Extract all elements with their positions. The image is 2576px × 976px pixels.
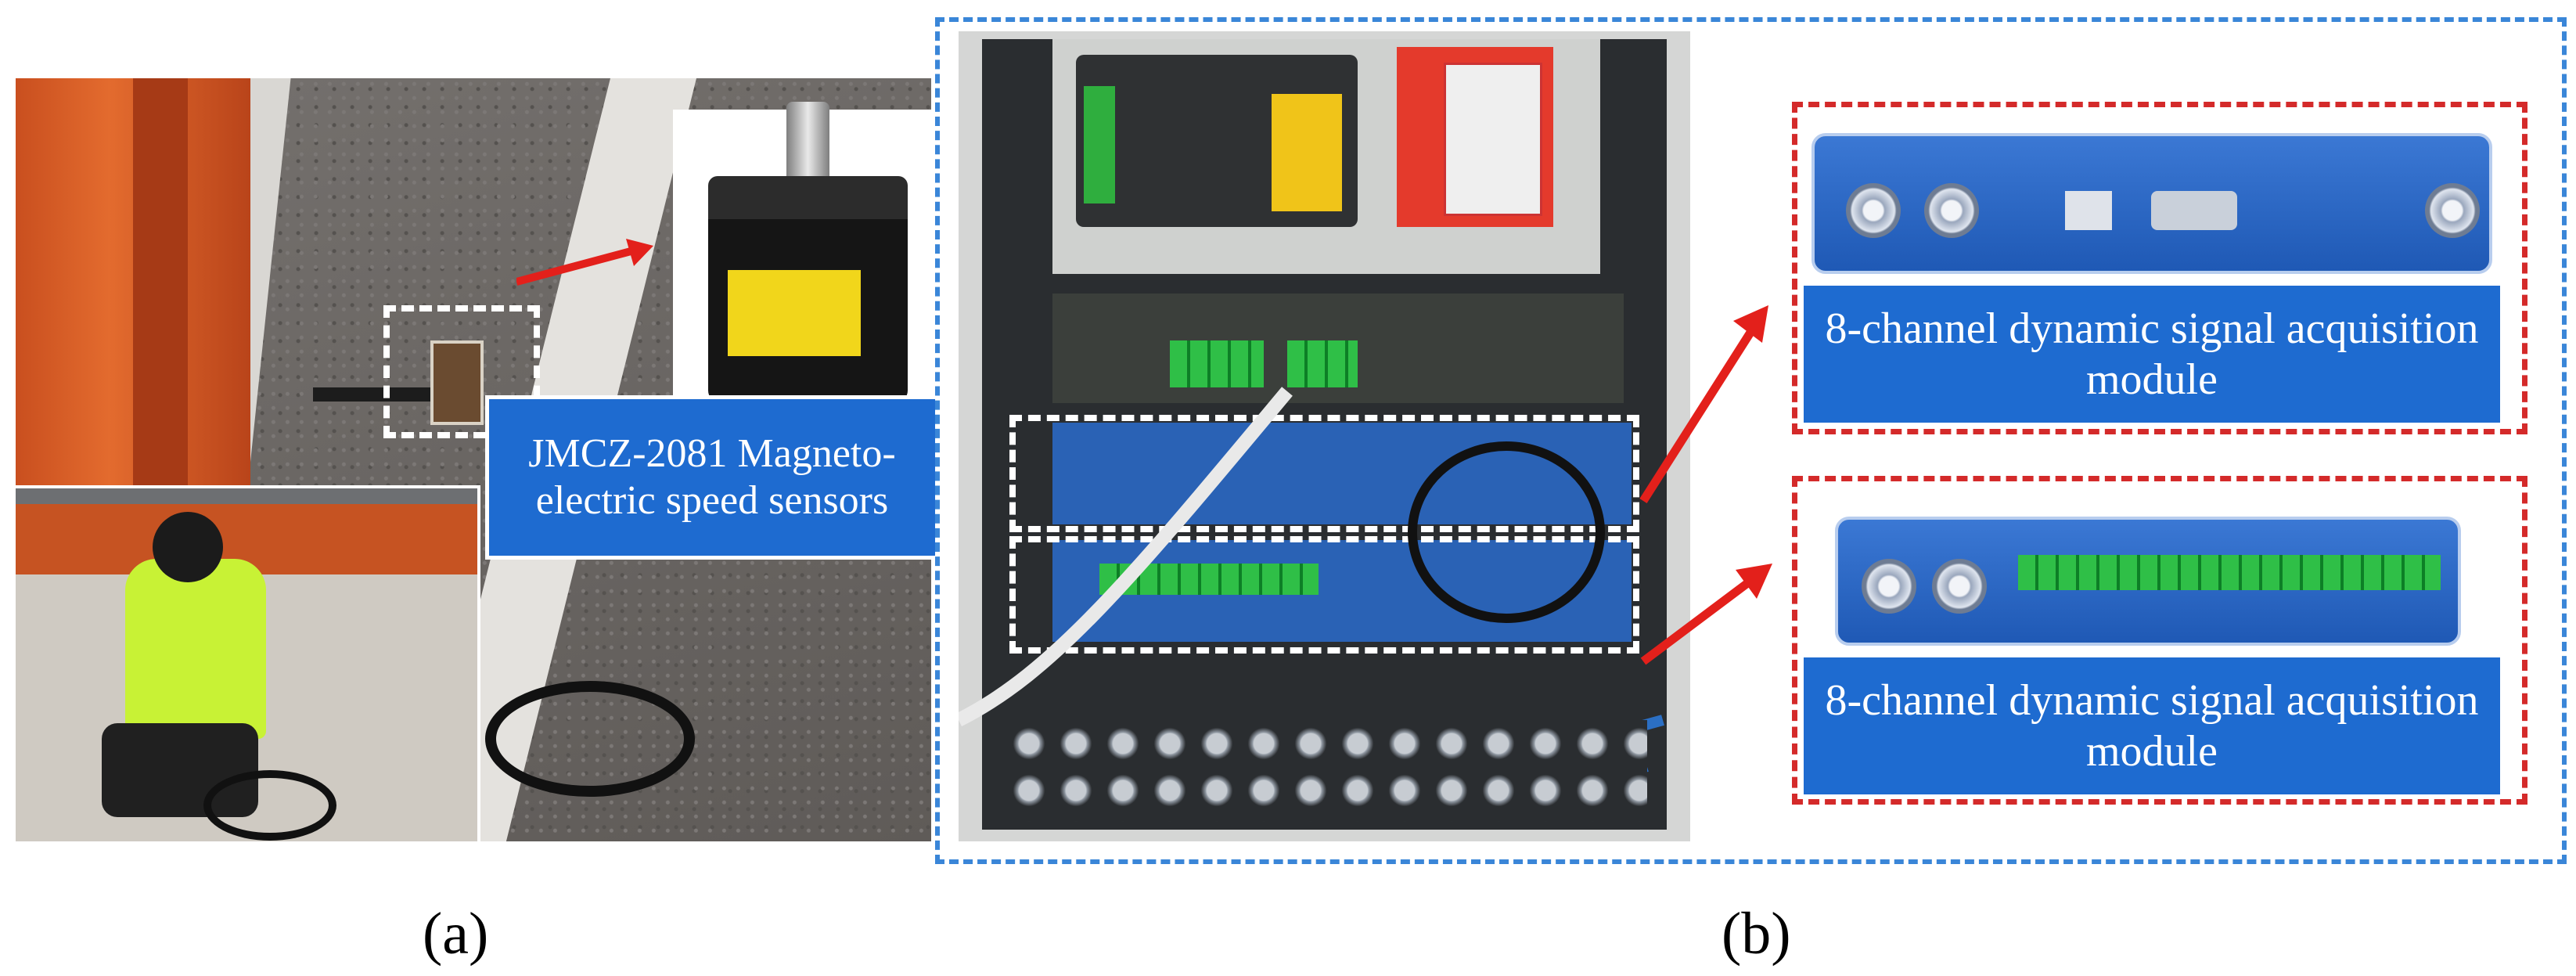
sensor-product	[708, 102, 908, 403]
arrow-sensor-to-product	[516, 239, 653, 286]
bottom-module-knob-2	[1932, 559, 1987, 614]
panel-b-frame	[935, 17, 2567, 864]
converter-green-terminal	[1084, 86, 1115, 203]
sensor-yellow-label	[728, 270, 861, 356]
rack-module-1	[1052, 423, 1632, 524]
top-module-image	[1811, 133, 2492, 274]
panel-a-caption: (a)	[423, 901, 489, 967]
top-module-knob-3	[2425, 183, 2480, 238]
sensor-label: JMCZ-2081 Magneto-electric speed sensors	[485, 395, 939, 560]
sensor-cable	[313, 387, 430, 402]
top-module-knob-2	[1924, 183, 1979, 238]
arrow-to-top-module	[1639, 305, 1768, 503]
bottom-module-label-text: 8-channel dynamic signal acquisition mod…	[1825, 676, 2479, 776]
cable-gland-floor	[1006, 720, 1647, 822]
sensor-label-text: JMCZ-2081 Magneto-electric speed sensors	[528, 431, 896, 523]
worker-inset-photo	[16, 485, 480, 841]
arrow-to-bottom-module	[1640, 564, 1772, 665]
top-module-port-serial	[2151, 191, 2237, 230]
top-module-knob-1	[1846, 183, 1901, 238]
sensor-connector	[786, 102, 829, 188]
sensor-highlight-box	[383, 305, 540, 438]
coiled-cable	[485, 681, 695, 797]
bottom-module-terminals	[2018, 555, 2441, 590]
inset-cable-coil	[203, 770, 336, 841]
bottom-module-callout	[1792, 476, 2527, 805]
power-unit	[1052, 294, 1624, 403]
top-module-label-text: 8-channel dynamic signal acquisition mod…	[1825, 304, 2479, 404]
converter-yellow-panel	[1272, 94, 1342, 211]
power-terminal-block-2	[1287, 340, 1358, 387]
road-sensor	[430, 340, 484, 425]
serial-converter	[1076, 55, 1358, 227]
top-module-label: 8-channel dynamic signal acquisition mod…	[1804, 286, 2500, 423]
highlight-box-module-2	[1009, 536, 1639, 654]
bottom-module-image	[1835, 517, 2461, 646]
top-module-callout	[1792, 102, 2527, 434]
highlight-box-module-1	[1009, 415, 1639, 532]
control-cabinet-photo	[959, 31, 1690, 841]
circuit-breaker	[1444, 63, 1542, 216]
top-module-port-rj45	[2065, 191, 2112, 230]
worker-head	[153, 512, 223, 582]
panel-b-caption: (b)	[1722, 901, 1791, 967]
bottom-module-knob-1	[1862, 559, 1916, 614]
power-terminal-block	[1170, 340, 1264, 387]
bottom-module-label: 8-channel dynamic signal acquisition mod…	[1804, 657, 2500, 794]
rack-module-2	[1052, 540, 1632, 642]
worker-jacket	[125, 559, 266, 739]
